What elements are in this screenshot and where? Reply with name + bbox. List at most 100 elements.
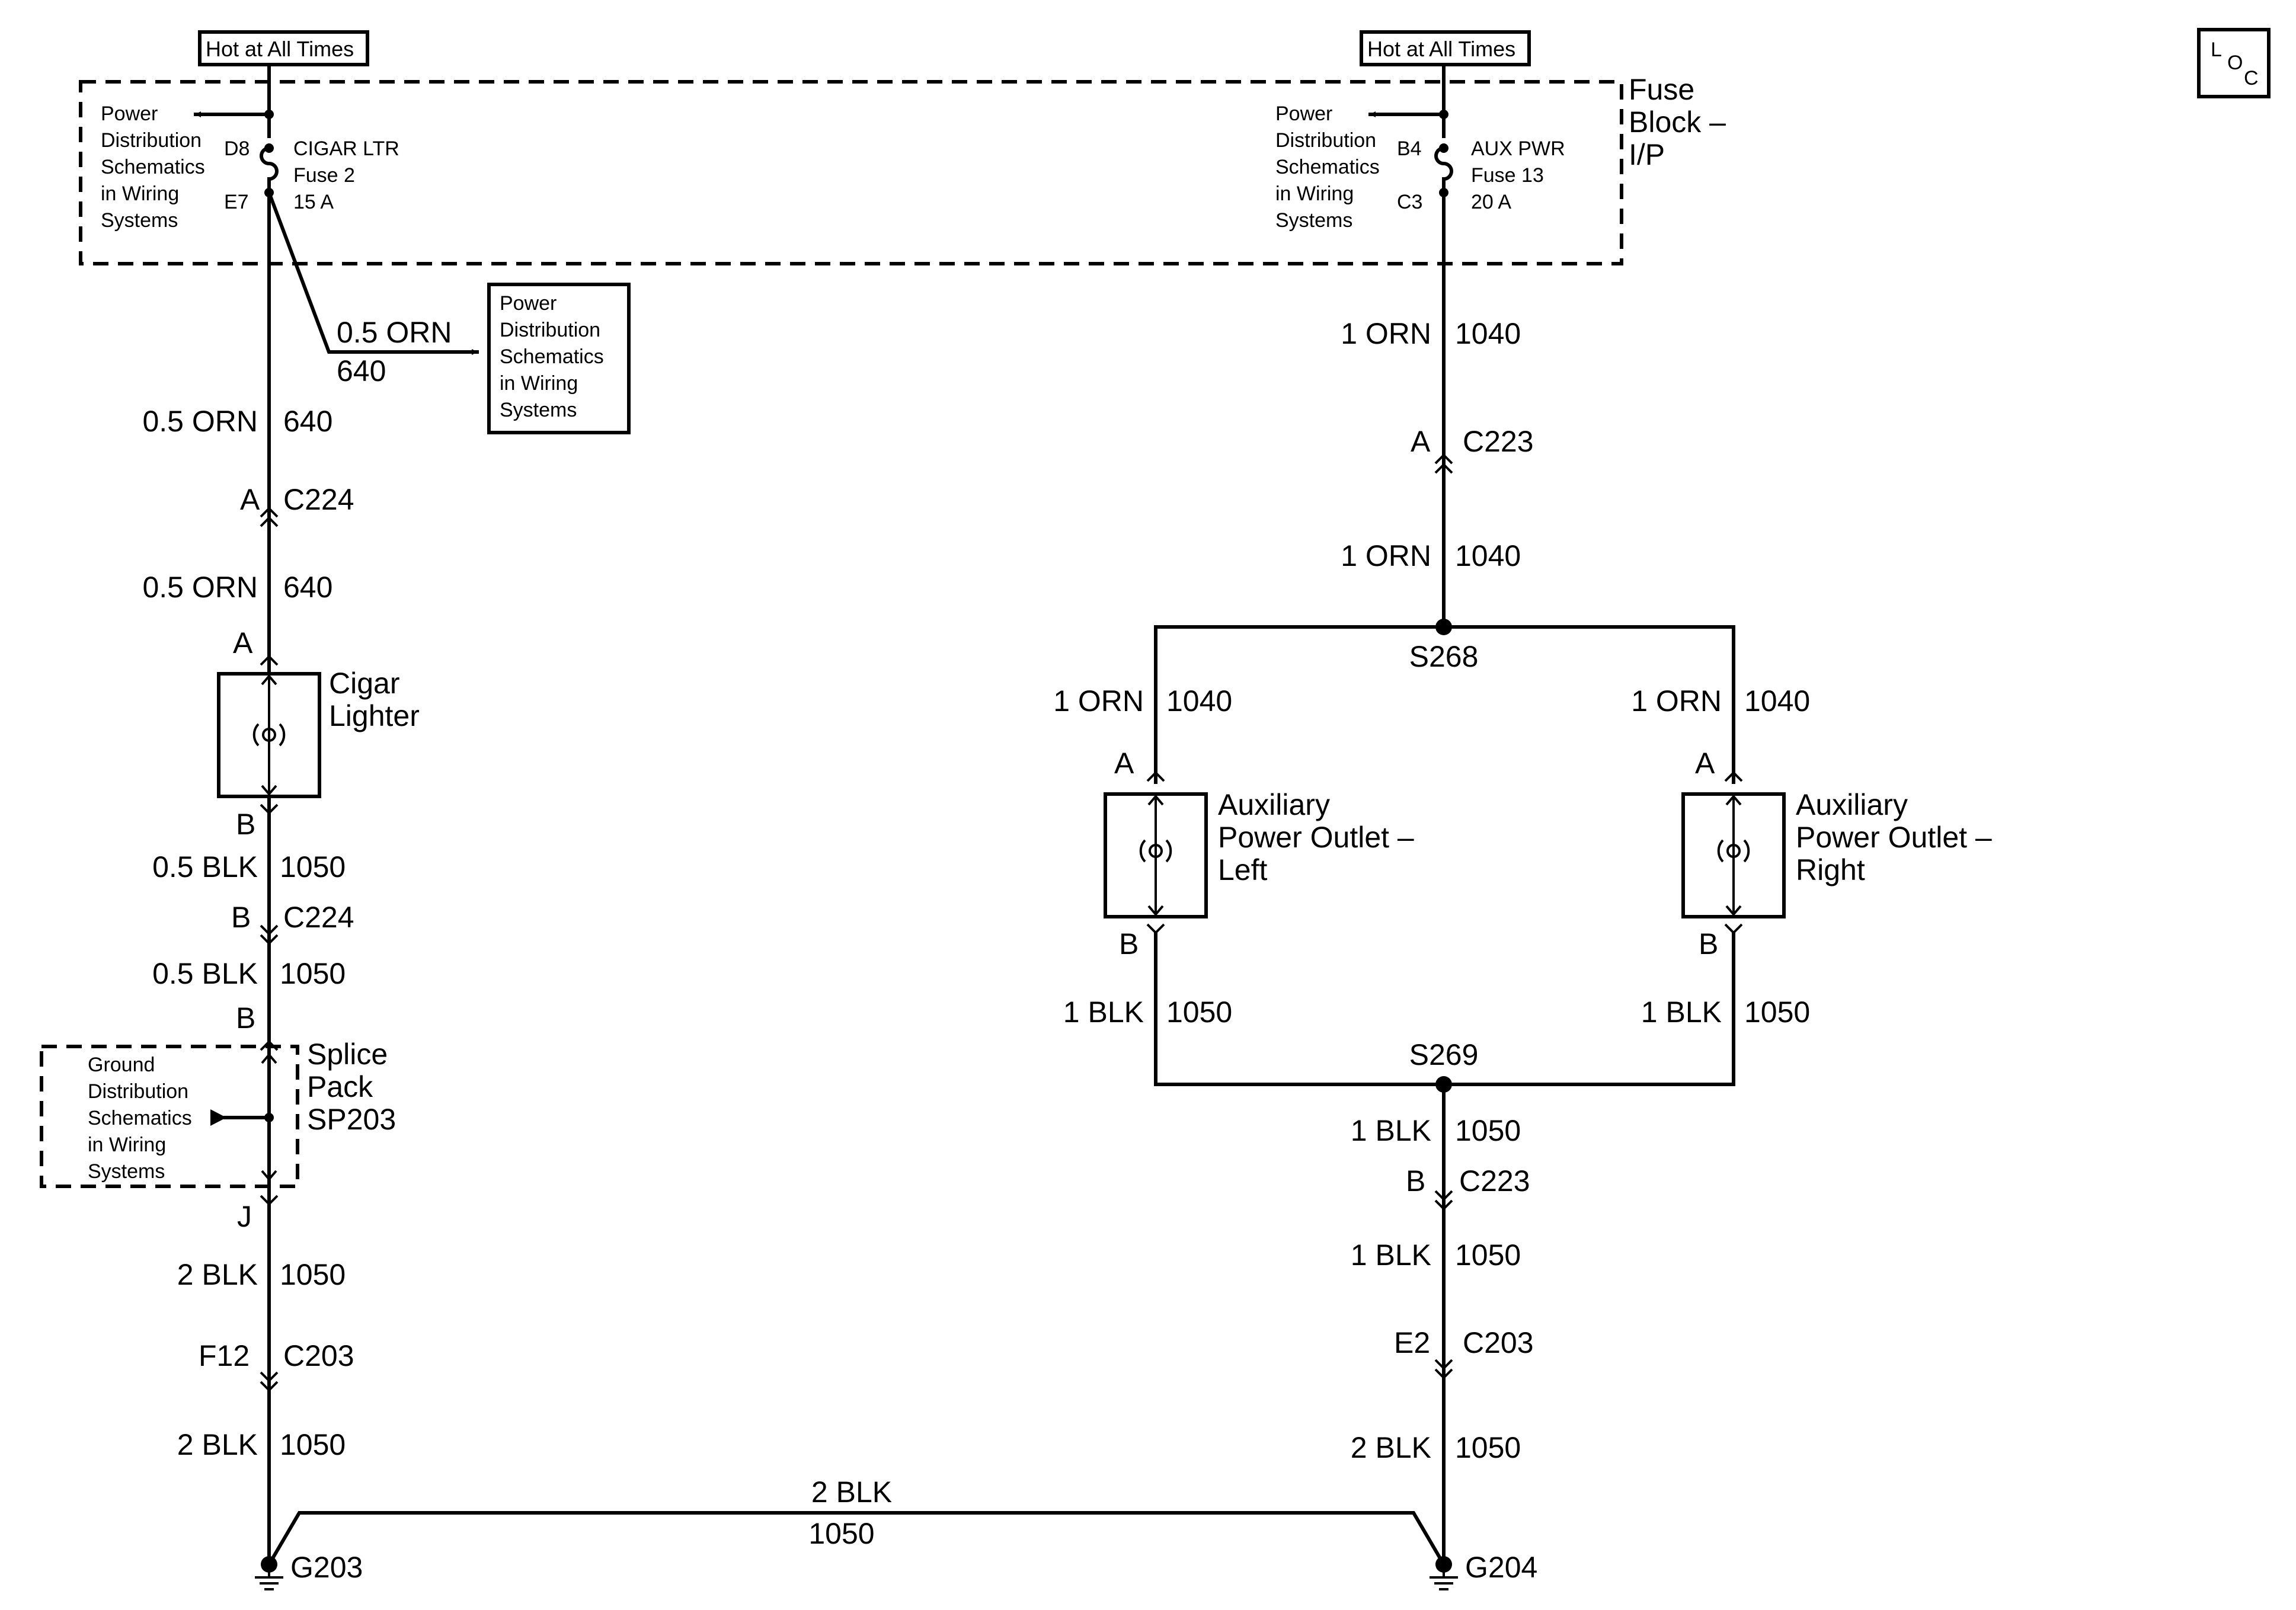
- diagram-label: S268: [1409, 640, 1479, 673]
- diagram-label: 1 ORN: [1341, 539, 1431, 572]
- diagram-label: Block –: [1629, 105, 1726, 139]
- fuse-block-label: Fuse Block – I/P: [1629, 73, 1726, 171]
- diagram-label: 640: [283, 405, 332, 438]
- diagram-label: 1040: [1455, 317, 1521, 350]
- aux-outlet-left: [1104, 792, 1208, 918]
- wire-label: 0.5 ORN 640: [142, 405, 332, 438]
- diagram-label: SP203: [307, 1103, 396, 1136]
- diagram-label: Power: [101, 103, 158, 125]
- aux-outlet-left-label: Auxiliary Power Outlet – Left: [1218, 788, 1414, 886]
- power-dist-ref-right: Power Distribution Schematics in Wiring …: [1275, 103, 1380, 232]
- diagram-label: E2: [1394, 1326, 1430, 1359]
- diagram-label: G204: [1465, 1551, 1537, 1584]
- fuse-2-symbol: [260, 146, 279, 181]
- diagram-label: 1050: [1455, 1238, 1521, 1272]
- diagram-label: C224: [283, 483, 354, 516]
- diagram-label: Schematics: [101, 156, 205, 178]
- diagram-label: C203: [1463, 1326, 1534, 1359]
- power-dist-ref-left: Power Distribution Schematics in Wiring …: [101, 103, 205, 232]
- diagram-label: Power Outlet –: [1796, 821, 1992, 854]
- diagram-label: C224: [283, 901, 354, 934]
- aux-outlet-right: [1681, 792, 1786, 918]
- diagram-label: Power: [500, 292, 557, 315]
- diagram-label: Hot at All Times: [1367, 37, 1515, 61]
- diagram-label: A: [1695, 747, 1715, 780]
- diagram-label: Systems: [500, 399, 577, 421]
- diagram-label: Ground: [88, 1054, 155, 1076]
- diagram-label: 20 A: [1471, 191, 1511, 213]
- diagram-label: A: [1411, 425, 1431, 458]
- diagram-label: 1 BLK: [1351, 1114, 1431, 1147]
- diagram-label: Auxiliary: [1218, 788, 1330, 821]
- diagram-label: 1050: [1744, 996, 1810, 1029]
- diagram-label: S269: [1409, 1038, 1479, 1071]
- diagram-label: C: [2244, 67, 2259, 89]
- diagram-label: 1040: [1455, 539, 1521, 572]
- diagram-label: B4: [1397, 137, 1422, 160]
- diagram-label: Systems: [1275, 209, 1352, 232]
- diagram-label: 0.5 ORN: [142, 571, 258, 604]
- fuse-block-outline: [79, 80, 1623, 265]
- diagram-label: 2 BLK: [177, 1258, 258, 1291]
- diagram-label: 1050: [280, 1428, 346, 1461]
- diagram-label: I/P: [1629, 138, 1665, 171]
- diagram-label: 1 ORN: [1053, 684, 1144, 718]
- diagram-label: Systems: [88, 1160, 165, 1183]
- hot-label-left: Hot at All Times: [198, 30, 369, 66]
- diagram-label: Schematics: [500, 345, 604, 368]
- diagram-label: 2 BLK: [811, 1475, 892, 1509]
- diagram-label: Pack: [307, 1070, 373, 1103]
- diagram-label: in Wiring: [101, 183, 179, 205]
- diagram-label: 2 BLK: [177, 1428, 258, 1461]
- diagram-label: Right: [1796, 853, 1865, 886]
- diagram-label: B: [1699, 927, 1718, 961]
- diagram-label: Distribution: [88, 1080, 188, 1103]
- diagram-label: J: [237, 1200, 252, 1233]
- loc-icon: L O C: [2197, 28, 2271, 98]
- diagram-label: D8: [224, 137, 250, 160]
- diagram-label: A: [233, 626, 253, 660]
- diagram-label: 1040: [1166, 684, 1232, 718]
- cigar-lighter: [217, 672, 321, 798]
- diagram-label: 1050: [280, 1258, 346, 1291]
- diagram-label: E7: [224, 191, 249, 213]
- diagram-label: 1 BLK: [1641, 996, 1722, 1029]
- diagram-label: 1 BLK: [1063, 996, 1144, 1029]
- diagram-label: in Wiring: [500, 372, 578, 395]
- diagram-label: Hot at All Times: [206, 37, 354, 61]
- diagram-label: Distribution: [1275, 129, 1376, 152]
- diagram-label: Splice: [307, 1038, 388, 1071]
- splice-pack-label: Splice Pack SP203: [307, 1038, 396, 1136]
- diagram-label: Cigar: [329, 667, 399, 700]
- ground-g204-icon: [1430, 1564, 1458, 1590]
- power-dist-ref-box: Power Distribution Schematics in Wiring …: [487, 283, 631, 434]
- diagram-label: 1050: [808, 1517, 874, 1550]
- diagram-label: L: [2211, 39, 2222, 61]
- hot-label-right: Hot at All Times: [1360, 30, 1531, 66]
- diagram-label: C223: [1463, 425, 1534, 458]
- diagram-label: Auxiliary: [1796, 788, 1908, 821]
- diagram-label: Power: [1275, 103, 1332, 125]
- diagram-label: in Wiring: [1275, 183, 1354, 205]
- diagram-label: Systems: [101, 209, 178, 232]
- diagram-label: Schematics: [1275, 156, 1380, 178]
- diagram-label: G203: [290, 1551, 363, 1584]
- diagram-label: 1050: [1455, 1114, 1521, 1147]
- diagram-label: 1050: [280, 850, 346, 884]
- diagram-label: Lighter: [329, 699, 420, 732]
- diagram-label: Fuse: [1629, 73, 1694, 106]
- diagram-label: C223: [1459, 1164, 1530, 1198]
- diagram-label: Distribution: [500, 319, 600, 341]
- aux-outlet-right-label: Auxiliary Power Outlet – Right: [1796, 788, 1992, 886]
- diagram-label: A: [1114, 747, 1134, 780]
- fuse-13-label: B4 C3 AUX PWR Fuse 13 20 A: [1397, 137, 1565, 213]
- diagram-label: Schematics: [88, 1107, 192, 1129]
- diagram-label: 1050: [1166, 996, 1232, 1029]
- diagram-label: 640: [283, 571, 332, 604]
- diagram-label: C3: [1397, 191, 1422, 213]
- diagram-label: 15 A: [293, 191, 334, 213]
- diagram-label: O: [2227, 52, 2243, 74]
- diagram-label: B: [236, 808, 255, 841]
- diagram-label: 0.5 ORN: [337, 316, 452, 349]
